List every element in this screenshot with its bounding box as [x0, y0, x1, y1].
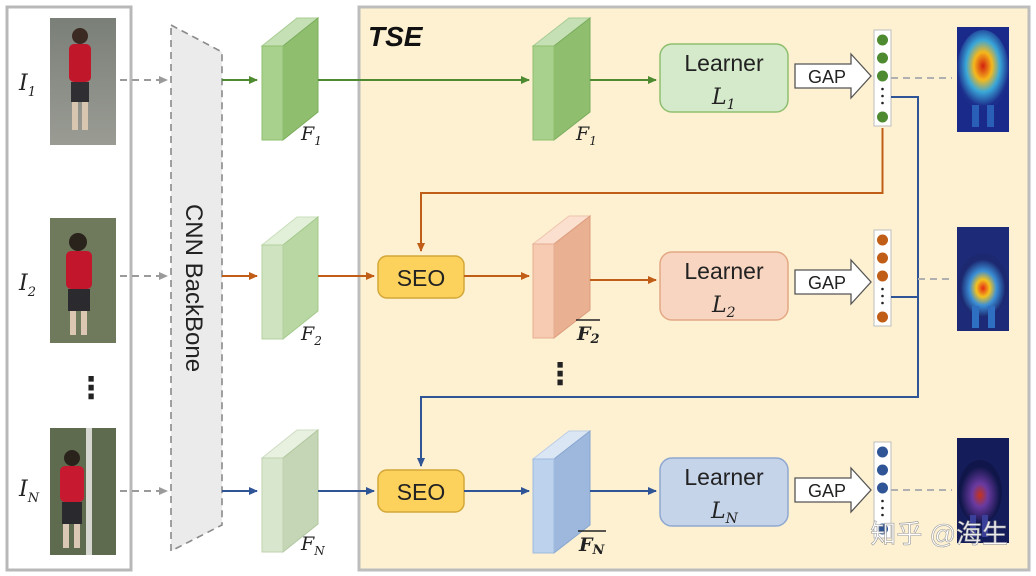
attention-heatmap-1 — [957, 27, 1009, 132]
feature-vector-n — [873, 441, 892, 539]
seo-label-2: SEO — [397, 265, 446, 291]
learner-label-n: LN — [710, 499, 739, 527]
feature-fn-right — [531, 429, 592, 555]
input-label-2: I2 — [18, 271, 36, 300]
svg-text:GAP: GAP — [808, 67, 846, 87]
seo-box-2: SEO — [377, 255, 465, 299]
feature-f1-left — [260, 16, 320, 142]
feature-label-fn-right: FN — [578, 530, 606, 558]
gap-arrow-1: GAP — [794, 52, 872, 100]
learner-box-1: Learner L1 — [659, 43, 789, 113]
seo-label-n: SEO — [397, 479, 446, 505]
learner-box-2: Learner L2 — [659, 251, 789, 321]
svg-text:GAP: GAP — [808, 273, 846, 293]
learner-title-n: Learner — [684, 464, 764, 490]
backbone-label: CNN BackBone — [180, 204, 207, 372]
input-image-1 — [50, 18, 116, 145]
svg-text:GAP: GAP — [808, 481, 846, 501]
input-image-n — [50, 428, 116, 555]
feature-label-f1-right: F1 — [575, 123, 597, 148]
learner-box-n: Learner LN — [659, 457, 789, 527]
feature-f1-right — [531, 16, 592, 142]
feature-vector-2 — [873, 229, 892, 327]
input-image-2 — [50, 218, 116, 343]
feature-label-f2-right: F2 — [576, 319, 600, 347]
feature-f2-left — [260, 215, 320, 341]
gap-arrow-2: GAP — [794, 258, 872, 306]
feature-vector-1 — [873, 29, 892, 127]
feedback-arrow-to-seo-n — [417, 96, 919, 467]
feature-f2-right — [531, 214, 592, 340]
tse-title: TSE — [368, 21, 424, 52]
learner-title-2: Learner — [684, 258, 764, 284]
feature-label-f1-left: F1 — [300, 123, 322, 148]
svg-text:F2: F2 — [576, 323, 600, 347]
input-ellipsis: ⋮ — [76, 372, 106, 405]
seo-box-n: SEO — [377, 469, 465, 513]
middle-ellipsis: ⋮ — [545, 358, 575, 391]
watermark: 知乎 @海生 — [870, 519, 1008, 549]
cnn-backbone — [170, 23, 223, 553]
feedback-arrow-to-seo-2 — [417, 128, 884, 252]
learner-title-1: Learner — [684, 50, 764, 76]
input-label-n: IN — [18, 477, 40, 506]
learner-label-2: L2 — [711, 293, 736, 321]
learner-label-1: L1 — [711, 85, 736, 113]
feature-label-fn-left: FN — [300, 533, 325, 558]
attention-heatmap-n — [957, 438, 1009, 543]
attention-heatmap-2 — [957, 227, 1009, 331]
input-label-1: I1 — [18, 71, 36, 100]
svg-text:FN: FN — [578, 534, 606, 558]
feature-fn-left — [260, 428, 320, 554]
gap-arrow-n: GAP — [794, 466, 872, 514]
feature-label-f2-left: F2 — [300, 323, 322, 348]
